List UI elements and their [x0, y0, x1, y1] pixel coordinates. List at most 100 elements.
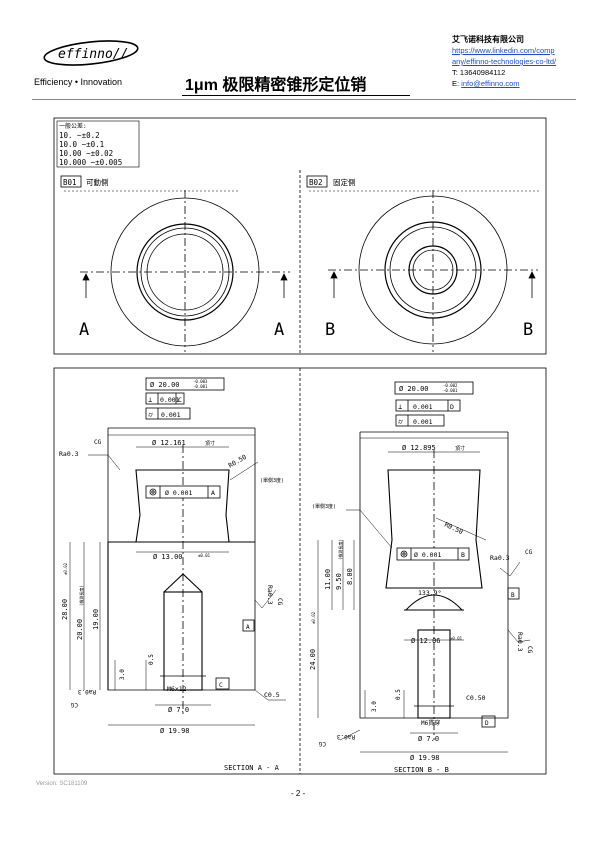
section-label-a: A: [79, 320, 89, 340]
cg-label: CG: [276, 598, 283, 606]
roughness-label: Ra0.3: [337, 733, 355, 740]
version-label: Version: SC181109: [36, 781, 88, 787]
brand-text: effinno//: [58, 47, 128, 62]
concentricity-frame: [396, 547, 470, 561]
cg-label: CG: [70, 701, 78, 708]
dim-tol: ±0.02: [311, 611, 316, 624]
section-caption-a: SECTION A - A: [224, 764, 280, 772]
od-callout-box: [394, 381, 474, 395]
cg-label: CG: [318, 740, 326, 747]
section-label-b: B: [325, 320, 335, 340]
dim-05: 0.5: [395, 689, 402, 700]
dim-note: (檢測長度): [337, 539, 343, 560]
dim-05: 0.5: [148, 654, 155, 665]
thread-label: M6貫穿: [421, 719, 440, 727]
dim-height-total: 28.00: [61, 599, 69, 620]
roughness-label: Ra0.3: [490, 554, 510, 562]
dim-dia-1998: Ø 19.98: [410, 754, 440, 762]
section-caption-b: SECTION B - B: [394, 766, 449, 774]
concentricity-frame: [145, 485, 221, 499]
dim-od-b: Ø 20.00: [399, 385, 429, 393]
tag-b02-box: [306, 175, 328, 188]
perp-ref: C: [178, 396, 182, 404]
dim-95: 9.50: [335, 573, 343, 590]
chamfer-label: C0.5: [264, 691, 280, 699]
taper-note: (單側3度): [260, 477, 284, 484]
tagline: Efficiency • Innovation: [34, 77, 123, 87]
perp-symbol: ⊥: [148, 396, 152, 404]
dim-od-a: Ø 20.00: [150, 381, 180, 389]
datum-b: B: [511, 592, 515, 599]
arrow-head: [528, 271, 536, 279]
dim-height-mid2: 19.00: [92, 609, 100, 630]
roughness-label: Ra0.3: [516, 632, 524, 652]
section-a-drawing: [69, 377, 286, 726]
page-number: - 2 -: [291, 789, 306, 798]
roughness-label: Ra0.3: [59, 450, 79, 458]
radius-label: R0.50: [443, 521, 464, 537]
datum-a-box: [242, 619, 255, 632]
company-name: 艾飞诺科技有限公司: [452, 35, 524, 44]
dim-note: 頂寸: [205, 440, 215, 447]
dim-dia-1998: Ø 19.98: [160, 727, 190, 735]
od-callout-box: [145, 377, 225, 391]
datum-d: D: [485, 720, 489, 727]
dim-base-dia: Ø 13.00: [153, 553, 183, 561]
perp-value: 0.001: [160, 396, 180, 404]
cg-label: CG: [525, 549, 533, 556]
datum-c-box: [215, 677, 230, 690]
cylindricity-frame: [395, 414, 445, 427]
tag-b01: B01: [63, 178, 77, 187]
angle-label: 133.9°: [418, 589, 441, 597]
perpendicularity-frame: [145, 392, 185, 405]
dim-top-dia: Ø 12.895: [402, 444, 436, 452]
dim-tol: ±0.01: [198, 553, 211, 558]
dim-tol: -0.001: [193, 384, 208, 389]
arrow-head: [82, 273, 90, 281]
datum-b-box: [507, 587, 520, 600]
concentricity-ref: A: [211, 489, 215, 497]
dim-note: 頂寸: [455, 445, 465, 452]
cyl-value: 0.001: [413, 418, 433, 426]
perp-symbol: ⊥: [398, 403, 402, 411]
dim-height-mid: 20.00: [76, 619, 84, 640]
section-label-b: B: [523, 320, 533, 340]
dim-tol: -0.002: [443, 383, 458, 388]
cg-label: CG: [526, 646, 533, 654]
tolerance-row: 10.00 ~±0.02: [59, 149, 113, 158]
dim-height-total: 24.00: [309, 649, 317, 670]
arrow-head: [330, 271, 338, 279]
dim-dia-7: Ø 7.0: [418, 735, 439, 743]
effinno-logo: effinno//: [43, 40, 139, 66]
dim-tol: -0.001: [443, 388, 458, 393]
dim-11: 11.00: [324, 569, 332, 590]
chamfer-label: C0.50: [466, 694, 486, 702]
dim-8: 8.00: [346, 568, 354, 585]
taper-head: [135, 469, 230, 543]
header-divider: [32, 99, 576, 100]
taper-note: (單側3度): [312, 503, 336, 510]
cg-label: CG: [94, 439, 102, 446]
thread-label: M6x12: [167, 685, 187, 693]
datum-d-box: [481, 715, 496, 728]
dim-tol: -0.003: [193, 379, 208, 384]
dim-3: 3.0: [371, 701, 378, 712]
tolerance-heading: 一般公差:: [59, 122, 87, 130]
arrow-head: [280, 273, 288, 281]
section-b-drawing: [317, 381, 531, 753]
perp-ref: D: [450, 403, 454, 411]
cyl-symbol: ⌭: [148, 411, 153, 419]
roughness-label: Ra0.3: [266, 585, 274, 605]
email-link[interactable]: info@effinno.com: [461, 79, 520, 88]
dim-tol: ±0.01: [450, 636, 463, 641]
radius-label: R0.50: [227, 453, 248, 470]
tag-b02: B02: [309, 178, 323, 187]
concentricity-value: Ø 0.001: [165, 489, 192, 497]
concentricity-ref: B: [461, 551, 465, 559]
tolerance-table: [56, 120, 140, 168]
title-underline: [182, 95, 410, 96]
label-movable-side: 可動側: [86, 177, 109, 187]
